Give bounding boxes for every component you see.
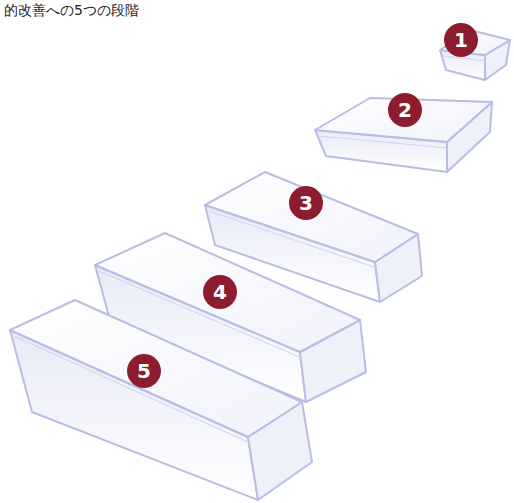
step-number-circle: 1 — [444, 23, 478, 57]
step-number-circle: 3 — [289, 186, 323, 220]
step-number-circle: 4 — [203, 275, 237, 309]
callout-number: 3 — [299, 193, 313, 213]
callout-number: 4 — [213, 282, 227, 302]
title-fragment: 的改善への5つの段階 — [4, 2, 139, 19]
step-number-circle: 5 — [127, 354, 161, 388]
callout-number: 1 — [454, 30, 468, 50]
callout-number: 2 — [398, 100, 412, 120]
callout-number: 5 — [137, 361, 151, 381]
step-number-circle: 2 — [388, 93, 422, 127]
